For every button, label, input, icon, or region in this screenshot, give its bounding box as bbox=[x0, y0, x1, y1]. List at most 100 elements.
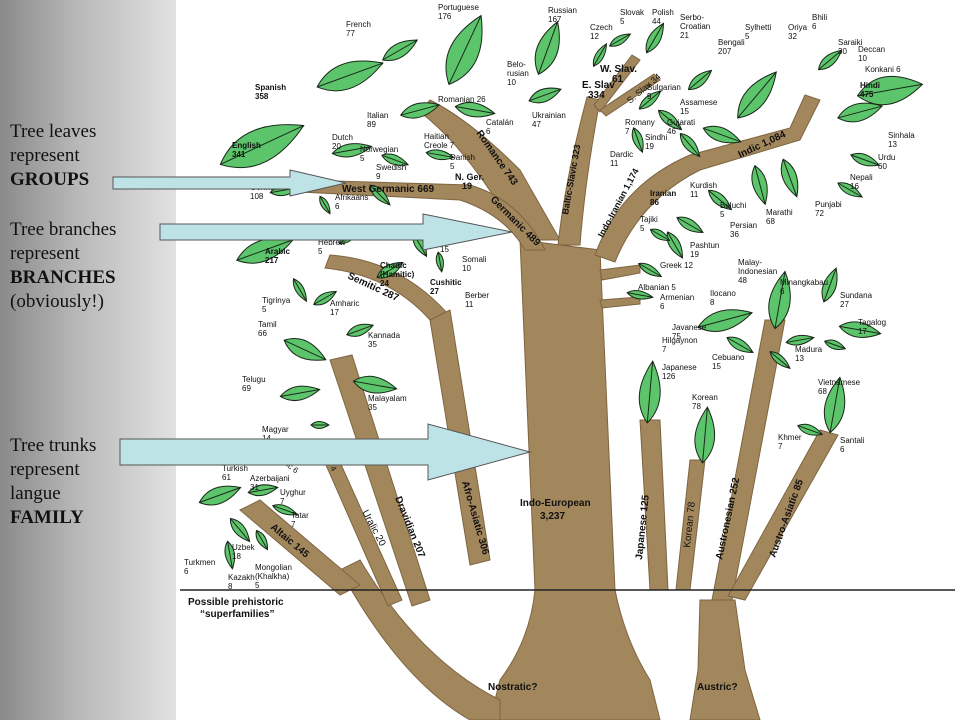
leaf-label-uzbek-name: Uzbek bbox=[232, 543, 256, 552]
leaf-label-hilgaynon-count: 7 bbox=[662, 345, 667, 354]
leaf-label-khmer-count: 7 bbox=[778, 442, 783, 451]
austro-asiatic-branch bbox=[727, 429, 839, 601]
leaf-label-hindi-count: 475 bbox=[860, 90, 874, 99]
leaf-label-armenian-count: 6 bbox=[660, 302, 665, 311]
leaf-label-mongolian-count: 5 bbox=[255, 581, 260, 590]
leaf-label-kazakh-name: Kazakh bbox=[228, 573, 255, 582]
leaf-label-vietnamese-name: Vietnamese bbox=[818, 378, 861, 387]
leaf-shape bbox=[679, 132, 701, 158]
leaf-label-swedish-name: Swedish bbox=[376, 163, 406, 172]
leaf-label-korean-name: Korean bbox=[692, 393, 718, 402]
e-slav-count: 334 bbox=[588, 90, 605, 101]
leaf-label-tamil-count: 66 bbox=[258, 329, 267, 338]
leaf-shape bbox=[821, 267, 838, 303]
w-slav-count: 61 bbox=[612, 74, 624, 85]
leaf-shape bbox=[737, 71, 777, 119]
leaf-shape bbox=[702, 125, 742, 144]
altaic-branch bbox=[239, 499, 361, 596]
note-leaves-line2: represent bbox=[10, 145, 80, 166]
leaf-shape bbox=[292, 278, 308, 303]
leaf-label-bengali-count: 207 bbox=[718, 47, 732, 56]
leaf-label-somali-name: Somali bbox=[462, 255, 487, 264]
w-slav-label: W. Slav. bbox=[600, 64, 637, 75]
leaf-label-tatar-count: 7 bbox=[291, 520, 296, 529]
leaf-label-tatar-name: Tatar bbox=[291, 511, 309, 520]
leaf-label-malay-name2: Indonesian bbox=[738, 267, 777, 276]
leaf-shape bbox=[638, 262, 663, 278]
leaf-label-baluchi-count: 5 bbox=[720, 210, 725, 219]
leaf-label-sindhi-count: 19 bbox=[645, 142, 654, 151]
leaf-label-cebuano-count: 15 bbox=[712, 362, 721, 371]
leaf-label-ilocano-count: 8 bbox=[710, 298, 715, 307]
side-panel bbox=[0, 0, 176, 720]
leaf-label-turkish-name: Turkish bbox=[222, 464, 248, 473]
uralic-partial-label: 4 bbox=[328, 465, 338, 474]
leaf-label-marathi-name: Marathi bbox=[766, 208, 793, 217]
leaf-label-chadic-name: Chadic bbox=[380, 261, 407, 270]
leaf-label-ukrainian-name: Ukrainian bbox=[532, 111, 566, 120]
germanic-branch bbox=[299, 179, 546, 251]
leaf-label-polish-count: 44 bbox=[652, 17, 661, 26]
superfamilies-line2: “superfamilies” bbox=[200, 609, 274, 620]
leaf-label-bulgarian-name: Bulgarian bbox=[647, 83, 681, 92]
note-branches-line1: Tree branches bbox=[10, 219, 117, 240]
leaf-label-hindi-name: Hindi bbox=[860, 81, 880, 90]
leaf-label-malay-count: 48 bbox=[738, 276, 747, 285]
note-leaves: Tree leaves represent GROUPS bbox=[10, 120, 170, 192]
leaf-label-malay-name: Malay- bbox=[738, 258, 762, 267]
leaf-label-santali-name: Santali bbox=[840, 436, 865, 445]
leaf-shape bbox=[219, 124, 305, 169]
leaf-label-arabic-count: 217 bbox=[265, 256, 279, 265]
leaf-shape bbox=[694, 406, 716, 464]
leaf-shape bbox=[247, 484, 279, 497]
leaf-shape bbox=[657, 109, 683, 131]
leaf-label-haitian-count: Creole 7 bbox=[424, 141, 455, 150]
leaf-label-uyghur-name: Uyghur bbox=[280, 488, 306, 497]
leaf-shape bbox=[785, 334, 815, 346]
leaf-label-afrikaans-count: 6 bbox=[335, 202, 340, 211]
leaf-shape bbox=[769, 351, 791, 370]
leaf-shape bbox=[198, 485, 242, 506]
leaf-label-dardic-name: Dardic bbox=[610, 150, 633, 159]
leaf-label-romanian-name: Romanian 26 bbox=[438, 95, 486, 104]
leaf-label-serbo-croatian-name2: Croatian bbox=[680, 22, 710, 31]
leaf-shape bbox=[425, 149, 455, 161]
leaf-label-kurdish-name: Kurdish bbox=[690, 181, 717, 190]
leaf-label-sundana-name: Sundana bbox=[840, 291, 873, 300]
leaf-shape bbox=[283, 338, 327, 361]
arrow-to-groups bbox=[112, 169, 347, 197]
leaf-label-english-count: 341 bbox=[232, 150, 246, 159]
leaf-label-punjabi-count: 72 bbox=[815, 209, 824, 218]
leaf-label-italian-count: 89 bbox=[367, 120, 376, 129]
leaf-label-arabic-name: Arabic bbox=[265, 247, 290, 256]
leaf-label-minangkabau-name: Minangkabau bbox=[780, 278, 828, 287]
leaf-label-slovak-count: 5 bbox=[620, 17, 625, 26]
leaf-shape bbox=[528, 87, 562, 104]
note-trunks-line3: langue bbox=[10, 483, 61, 504]
leaf-shape bbox=[638, 90, 662, 110]
leaf-label-sylhetti-count: 5 bbox=[745, 32, 750, 41]
leaf-shape bbox=[697, 309, 754, 332]
leaf-label-haitian-name: Haitian bbox=[424, 132, 449, 141]
leaf-label-serbo-croatian-name: Serbo- bbox=[680, 13, 704, 22]
leaf-label-magyar-name: Magyar bbox=[262, 425, 289, 434]
leaf-shape bbox=[676, 216, 704, 234]
leaf-shape bbox=[726, 336, 754, 354]
leaf-label-azerbaijani-name: Azerbaijani bbox=[250, 474, 290, 483]
leaf-label-german-count: 108 bbox=[250, 192, 264, 201]
leaf-label-sylhetti-name: Sylhetti bbox=[745, 23, 771, 32]
leaf-label-danish-count: 5 bbox=[450, 162, 455, 171]
leaf-label-norwegian-name: Norwegian bbox=[360, 145, 398, 154]
indo-iranian-branch bbox=[594, 94, 821, 263]
note-branches: Tree branches represent BRANCHES (obviou… bbox=[10, 218, 170, 314]
leaf-label-khmer-name: Khmer bbox=[778, 433, 802, 442]
leaf-label-catalan-count: 6 bbox=[486, 127, 491, 136]
leaf-label-gujarati-count: 46 bbox=[667, 127, 676, 136]
note-trunks-line4: FAMILY bbox=[10, 507, 84, 528]
leaf-shape bbox=[310, 421, 330, 429]
leaf-shape bbox=[856, 76, 924, 106]
leaf-label-turkmen-count: 6 bbox=[184, 567, 189, 576]
leaf-label-hausa-partial-count: 15 bbox=[440, 245, 449, 254]
leaf-shape bbox=[850, 152, 881, 167]
